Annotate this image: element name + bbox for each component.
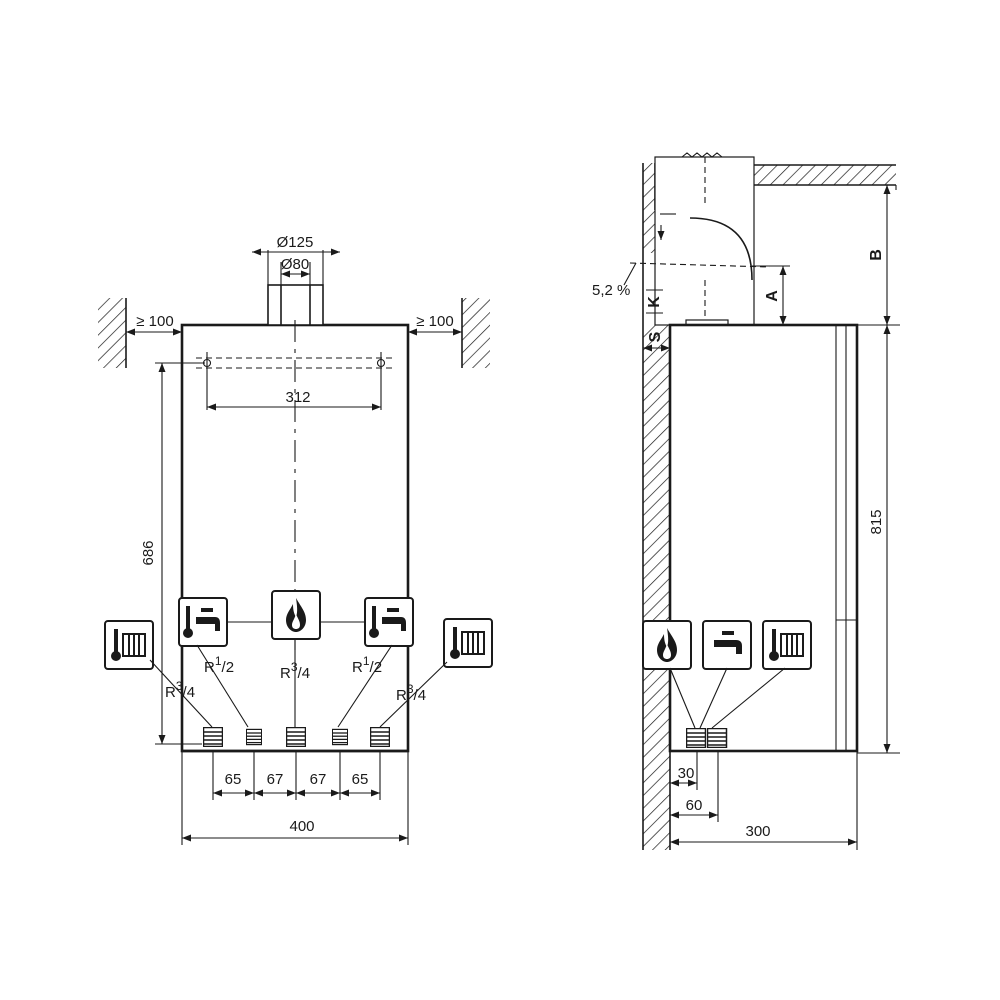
thread-label-inner-left: R1/2: [204, 654, 234, 676]
dim-height-side: 815: [868, 509, 885, 534]
dim-conn-2: 67: [267, 771, 284, 788]
connector-hot-water: [246, 728, 262, 746]
radiator-icon: [443, 618, 493, 668]
thread-label-outer-right: R3/4: [396, 682, 426, 704]
dim-conn-4: 65: [352, 771, 369, 788]
gas-flame-icon: [642, 620, 692, 670]
radiator-icon: [762, 620, 812, 670]
dim-depth-side: 300: [745, 823, 770, 840]
svg-text:R1/2: R1/2: [352, 654, 382, 676]
hot-water-tap-icon: [702, 620, 752, 670]
connector-side-back: [706, 728, 728, 748]
thread-label-center: R3/4: [280, 660, 310, 682]
dim-slope: 5,2 %: [592, 282, 630, 299]
dim-width-front: 400: [289, 818, 314, 835]
connector-heating-flow: [203, 727, 223, 747]
side-wall-hatch: [643, 325, 670, 850]
dim-conn-3: 67: [310, 771, 327, 788]
dim-right-clearance: ≥ 100: [416, 313, 453, 330]
connector-cold-water: [332, 728, 348, 746]
flue-duct: [654, 156, 755, 326]
front-view: Ø125 Ø80 ≥ 100 ≥ 100 312 686: [98, 234, 493, 845]
boiler-side-outline: [668, 323, 859, 753]
svg-text:R3/4: R3/4: [280, 660, 310, 682]
svg-text:R1/2: R1/2: [204, 654, 234, 676]
thread-label-outer-left: R3/4: [165, 679, 195, 701]
label-a: A: [764, 290, 781, 302]
dim-conn-60: 60: [686, 797, 703, 814]
connector-side-front: [686, 728, 706, 748]
dim-fixing-spacing: 312: [285, 389, 310, 406]
gas-flame-icon: [271, 590, 321, 640]
dim-flue-outer: Ø125: [277, 234, 314, 251]
hot-water-tap-icon: [364, 597, 414, 647]
dim-height-front: 686: [140, 540, 157, 565]
label-b: B: [868, 249, 885, 261]
left-wall-hatch: [98, 298, 126, 368]
thread-label-inner-right: R1/2: [352, 654, 382, 676]
connector-gas: [286, 727, 306, 747]
connector-heating-return: [370, 727, 390, 747]
label-s: S: [647, 331, 664, 342]
dim-flue-inner: Ø80: [281, 256, 309, 273]
right-wall-hatch: [462, 298, 490, 368]
hot-water-tap-icon: [178, 597, 228, 647]
radiator-icon: [104, 620, 154, 670]
dim-conn-30: 30: [678, 765, 695, 782]
svg-text:R3/4: R3/4: [396, 682, 426, 704]
side-view: 5,2 % A B K S 101 815: [592, 152, 900, 850]
label-k: K: [646, 296, 663, 308]
svg-text:R3/4: R3/4: [165, 679, 195, 701]
ceiling-hatch: [754, 165, 896, 185]
dim-conn-1: 65: [225, 771, 242, 788]
dim-left-clearance: ≥ 100: [136, 313, 173, 330]
flue-pipe: [267, 284, 324, 326]
